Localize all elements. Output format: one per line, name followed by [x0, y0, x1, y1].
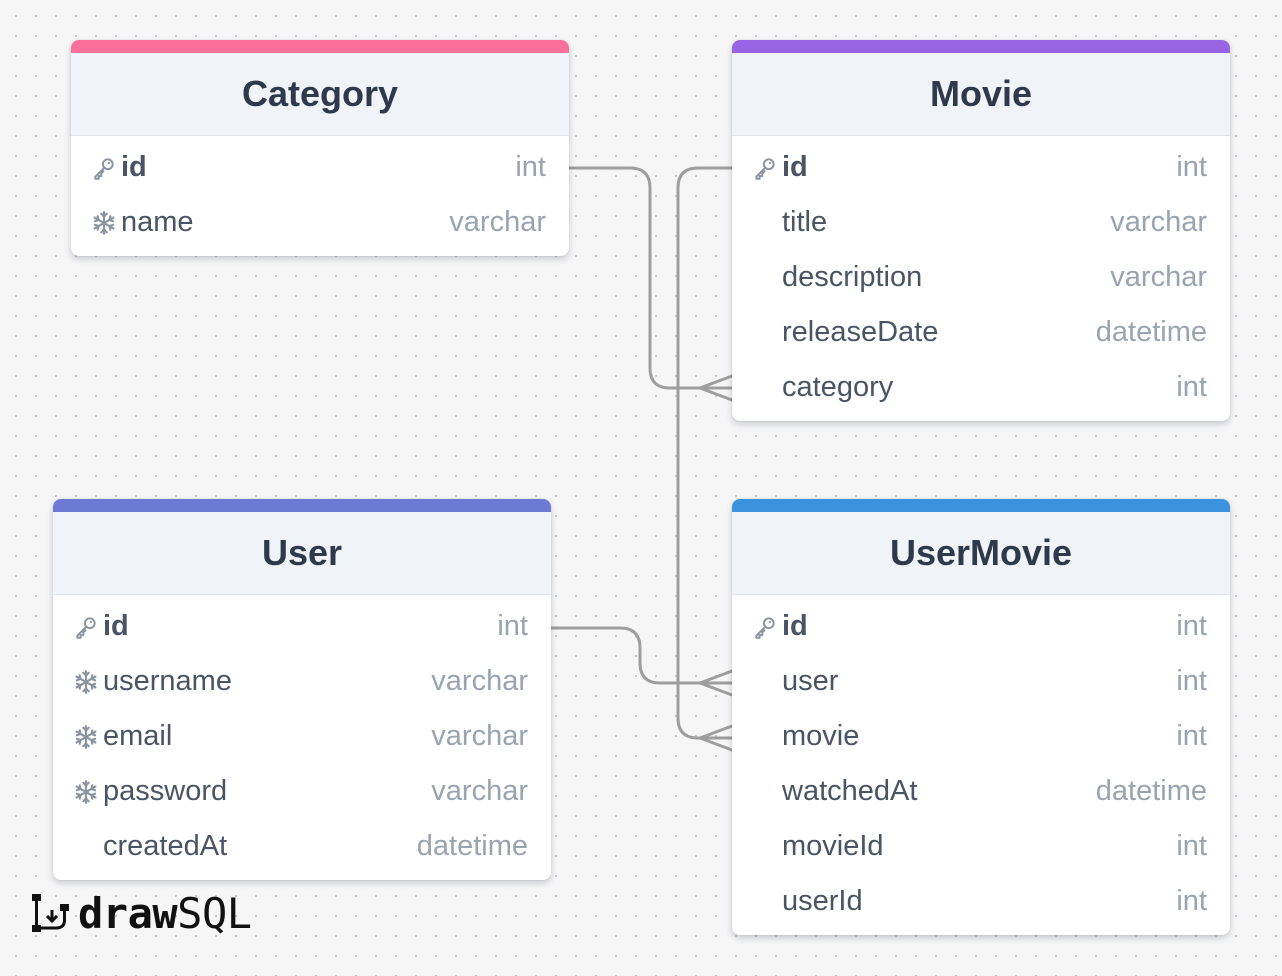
snowflake-icon: [91, 208, 121, 238]
column-type: varchar: [431, 665, 528, 697]
snowflake-icon: [73, 777, 103, 807]
column-row[interactable]: movieId int: [732, 819, 1230, 874]
crowfoot-usermovie-movie: [698, 724, 734, 752]
column-name: category: [782, 371, 894, 403]
crowfoot-movie-category: [698, 374, 734, 402]
column-name: description: [782, 261, 923, 293]
column-name: id: [782, 151, 808, 183]
column-row[interactable]: createdAt datetime: [53, 819, 551, 874]
column-row[interactable]: id int: [53, 599, 551, 654]
column-row[interactable]: category int: [732, 360, 1230, 415]
table-movie[interactable]: Movie id int title varchar description v…: [732, 40, 1230, 421]
column-row[interactable]: movie int: [732, 709, 1230, 764]
column-type: datetime: [416, 830, 528, 862]
column-row[interactable]: username varchar: [53, 654, 551, 709]
column-row[interactable]: name varchar: [71, 195, 569, 250]
key-icon: [91, 153, 121, 183]
key-icon: [752, 153, 782, 183]
drawsql-logo-icon: [32, 894, 69, 932]
snowflake-icon: [73, 667, 103, 697]
column-name: name: [121, 206, 194, 238]
column-name: username: [103, 665, 232, 697]
key-icon: [752, 612, 782, 642]
table-header[interactable]: Movie: [732, 53, 1230, 136]
column-type: int: [1176, 610, 1207, 642]
column-name: createdAt: [103, 830, 228, 862]
column-row[interactable]: password varchar: [53, 764, 551, 819]
table-title: UserMovie: [889, 532, 1073, 573]
table-category[interactable]: Category id int name varchar: [71, 40, 569, 256]
column-type: int: [497, 610, 528, 642]
column-type: varchar: [1110, 206, 1207, 238]
key-icon: [73, 612, 103, 642]
column-type: datetime: [1095, 775, 1207, 807]
column-row[interactable]: userId int: [732, 874, 1230, 929]
column-row[interactable]: watchedAt datetime: [732, 764, 1230, 819]
column-type: int: [1176, 885, 1207, 917]
table-user[interactable]: User id int username varchar email varch…: [53, 499, 551, 880]
table-header[interactable]: UserMovie: [732, 512, 1230, 595]
column-name: id: [121, 151, 147, 183]
column-type: varchar: [1110, 261, 1207, 293]
column-name: email: [103, 720, 173, 752]
column-row[interactable]: user int: [732, 654, 1230, 709]
column-type: int: [1176, 665, 1207, 697]
relation-movie-usermovie[interactable]: [676, 166, 734, 740]
column-type: varchar: [431, 775, 528, 807]
column-type: int: [1176, 830, 1207, 862]
column-type: int: [515, 151, 546, 183]
table-color-bar: [53, 499, 551, 512]
snowflake-icon: [73, 722, 103, 752]
drawsql-logo[interactable]: drawSQL: [30, 888, 252, 938]
column-name: watchedAt: [782, 775, 918, 807]
column-name: userId: [782, 885, 863, 917]
column-row[interactable]: title varchar: [732, 195, 1230, 250]
column-type: datetime: [1095, 316, 1207, 348]
column-type: int: [1176, 720, 1207, 752]
drawsql-logo-text: drawSQL: [78, 888, 252, 938]
table-color-bar: [71, 40, 569, 53]
relation-user-usermovie[interactable]: [549, 626, 734, 685]
column-type: int: [1176, 371, 1207, 403]
column-row[interactable]: releaseDate datetime: [732, 305, 1230, 360]
column-row[interactable]: description varchar: [732, 250, 1230, 305]
column-type: varchar: [431, 720, 528, 752]
table-title: User: [261, 532, 343, 573]
column-row[interactable]: id int: [71, 140, 569, 195]
column-name: releaseDate: [782, 316, 939, 348]
column-row[interactable]: email varchar: [53, 709, 551, 764]
column-name: title: [782, 206, 828, 238]
table-title: Movie: [929, 73, 1033, 114]
column-type: varchar: [449, 206, 546, 238]
table-color-bar: [732, 40, 1230, 53]
relation-category-movie[interactable]: [567, 166, 734, 390]
table-header[interactable]: Category: [71, 53, 569, 136]
table-title: Category: [241, 73, 399, 114]
column-name: password: [103, 775, 228, 807]
column-row[interactable]: id int: [732, 599, 1230, 654]
table-header[interactable]: User: [53, 512, 551, 595]
crowfoot-usermovie-user: [698, 669, 734, 697]
column-name: id: [782, 610, 808, 642]
column-name: movie: [782, 720, 860, 752]
table-color-bar: [732, 499, 1230, 512]
column-name: id: [103, 610, 129, 642]
column-row[interactable]: id int: [732, 140, 1230, 195]
table-usermovie[interactable]: UserMovie id int user int movie int watc…: [732, 499, 1230, 935]
column-type: int: [1176, 151, 1207, 183]
column-name: user: [782, 665, 839, 697]
column-name: movieId: [782, 830, 884, 862]
